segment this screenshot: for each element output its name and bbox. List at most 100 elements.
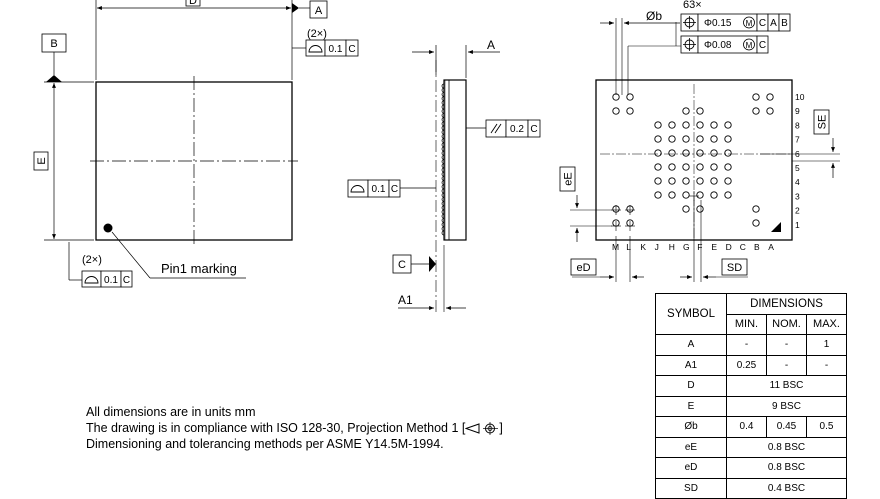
ball [696, 177, 704, 185]
flatness-icon [84, 276, 99, 284]
pin1-label: Pin1 marking [161, 261, 237, 276]
nom-header: NOM. [766, 313, 807, 335]
svg-text:Φ0.08: Φ0.08 [704, 40, 732, 51]
col-label: A [768, 242, 774, 252]
ball [682, 149, 690, 157]
ball [696, 107, 704, 115]
col-label: C [740, 242, 746, 252]
ball-dia-label: Øb [646, 9, 662, 23]
parallelism-icon [490, 123, 498, 134]
row-label: 5 [795, 163, 800, 173]
table-row: Øb 0.4 0.45 0.5 [655, 416, 847, 438]
ball [668, 177, 676, 185]
ball [682, 205, 690, 213]
ball [668, 149, 676, 157]
projection-method-icon [465, 422, 499, 436]
symbol-header: SYMBOL [655, 293, 727, 335]
flatness-icon [308, 45, 323, 53]
ball [752, 107, 760, 115]
svg-text:C: C [530, 124, 537, 135]
ball [654, 177, 662, 185]
flat-top-mult: (2×) [307, 28, 327, 40]
datum-a-label: A [315, 5, 323, 17]
row-label: 10 [795, 92, 805, 102]
ball [682, 163, 690, 171]
ball [654, 121, 662, 129]
ball [682, 177, 690, 185]
table-row: D 11 BSC [655, 375, 847, 397]
svg-text:C: C [123, 275, 130, 286]
table-row: A - - 1 [655, 334, 847, 356]
svg-text:B: B [781, 18, 788, 29]
row-label: 2 [795, 206, 800, 216]
svg-text:0.1: 0.1 [104, 275, 118, 286]
ball [654, 163, 662, 171]
ball [696, 149, 704, 157]
col-label: H [669, 242, 675, 252]
row-label: 7 [795, 135, 800, 145]
ball [724, 191, 732, 199]
ball [682, 191, 690, 199]
ball [710, 177, 718, 185]
pin1-leader [111, 231, 151, 279]
ball [766, 93, 774, 101]
row-label: 3 [795, 191, 800, 201]
ball [696, 191, 704, 199]
mmc-symbol: M [746, 19, 753, 28]
dimensions-table: SYMBOL DIMENSIONS MIN. NOM. MAX. A - - 1… [655, 293, 847, 499]
ball [752, 205, 760, 213]
ball-column [441, 83, 445, 236]
col-label: D [726, 242, 732, 252]
col-label: M [612, 242, 619, 252]
ball [682, 107, 690, 115]
col-label: B [754, 242, 760, 252]
ball [724, 121, 732, 129]
ball [654, 135, 662, 143]
ball [710, 135, 718, 143]
dim-a-label: A [487, 38, 495, 52]
flat-bot-mult: (2×) [82, 254, 102, 266]
substrate [443, 79, 467, 241]
table-row: A1 0.25 - - [655, 354, 847, 376]
ball [668, 135, 676, 143]
svg-text:C: C [391, 184, 398, 195]
pin1-corner-mark [771, 222, 781, 232]
note-projection: The drawing is in compliance with ISO 12… [86, 421, 503, 436]
ball [654, 149, 662, 157]
ball [668, 191, 676, 199]
ball [710, 163, 718, 171]
min-header: MIN. [726, 313, 767, 335]
ball [682, 135, 690, 143]
dim-sd-label: SD [727, 262, 742, 274]
dim-ee-label: eE [563, 172, 575, 185]
ball [710, 121, 718, 129]
datum-c-label: C [398, 259, 406, 271]
max-header: MAX. [806, 313, 847, 335]
col-label: L [626, 242, 631, 252]
col-label: J [655, 242, 659, 252]
col-label: G [683, 242, 690, 252]
ball [724, 163, 732, 171]
row-label: 4 [795, 177, 800, 187]
dimensions-header: DIMENSIONS [726, 293, 847, 315]
dim-a1-label: A1 [398, 293, 413, 307]
ball [668, 121, 676, 129]
svg-text:A: A [770, 18, 777, 29]
ball [668, 163, 676, 171]
dim-ed-label: eD [576, 262, 590, 274]
svg-text:0.2: 0.2 [510, 124, 524, 135]
note-asme: Dimensioning and tolerancing methods per… [86, 437, 444, 451]
ball [710, 149, 718, 157]
ball [710, 191, 718, 199]
ball [626, 93, 634, 101]
table-row: E 9 BSC [655, 395, 847, 417]
ball [724, 177, 732, 185]
top-view: Pin1 marking D A (2×) 0.1 C B E [33, 0, 359, 288]
row-label: 1 [795, 220, 800, 230]
row-label: 8 [795, 120, 800, 130]
row-label: 9 [795, 106, 800, 116]
table-row: eD 0.8 BSC [655, 457, 847, 479]
col-label: E [711, 242, 717, 252]
